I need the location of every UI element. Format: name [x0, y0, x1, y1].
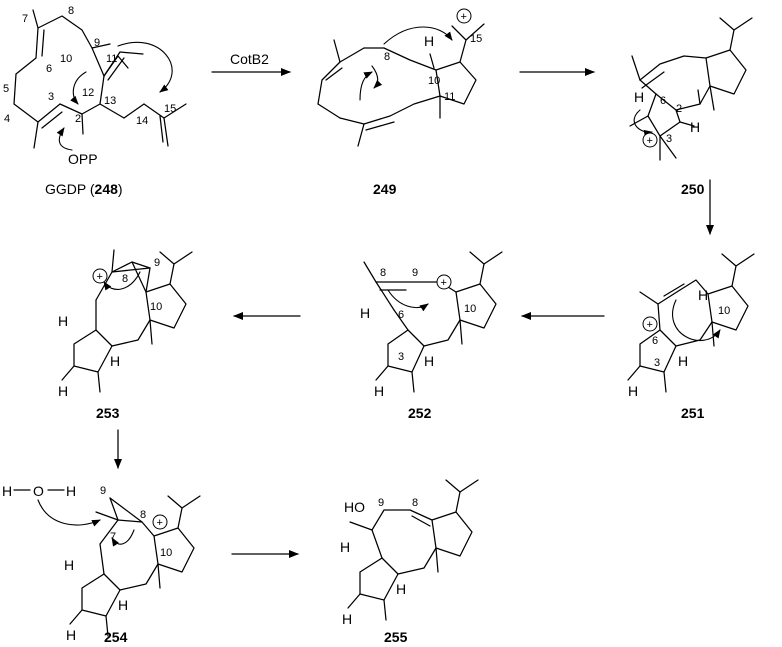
atom-number: 3: [398, 351, 404, 363]
hydrogen-atom: H: [360, 305, 370, 321]
atom-number: 9: [378, 497, 384, 509]
charge-symbol: +: [647, 319, 653, 331]
compound-250: + H H 2 3 6 250: [629, 17, 753, 197]
atom-number: 6: [652, 335, 658, 347]
compound-label-249: 249: [373, 181, 397, 197]
hydrogen-atom: H: [66, 483, 76, 499]
reagent-label: CotB2: [230, 51, 269, 67]
leaving-group-opp: OPP: [68, 151, 98, 167]
atom-number: 10: [464, 303, 476, 315]
atom-number: 8: [68, 5, 74, 17]
atom-number: 3: [48, 91, 54, 103]
atom-number: 15: [470, 33, 482, 45]
atom-number: 7: [110, 531, 116, 543]
atom-number: 10: [60, 53, 72, 65]
hydrogen-atom: H: [374, 383, 384, 399]
charge-symbol: +: [461, 11, 467, 23]
atom-number: 10: [718, 305, 730, 317]
positive-charge: [642, 316, 658, 332]
atom-number: 4: [4, 113, 10, 125]
atom-number: 9: [154, 257, 160, 269]
atom-number: 7: [22, 13, 28, 25]
atom-number: 9: [94, 37, 100, 49]
atom-number: 8: [380, 267, 386, 279]
compound-label-250: 250: [681, 181, 705, 197]
compound-label-253: 253: [96, 405, 120, 421]
hydrogen-atom: H: [396, 581, 406, 597]
compound-label-255: 255: [384, 629, 408, 645]
hydrogen-atom: H: [424, 33, 434, 49]
atom-number: 8: [122, 273, 128, 285]
atom-number: 6: [660, 95, 666, 107]
atom-number: 6: [398, 309, 404, 321]
positive-charge: [642, 132, 658, 148]
compound-254: + H O H H H H 7 8 9 10 254: [2, 483, 201, 645]
oxygen-atom: O: [33, 483, 44, 499]
charge-symbol: +: [441, 277, 447, 289]
positive-charge: [92, 268, 108, 284]
hydrogen-atom: H: [340, 539, 350, 555]
hydrogen-atom: H: [678, 353, 688, 369]
compound-253: + H H H 8 9 10 253: [58, 249, 193, 421]
atom-number: 3: [654, 357, 660, 369]
atom-number: 9: [100, 485, 106, 497]
atom-number: 5: [3, 83, 9, 95]
hydrogen-atom: H: [634, 89, 644, 105]
atom-number: 10: [150, 301, 162, 313]
positive-charge: [152, 514, 168, 530]
hydrogen-atom: H: [424, 353, 434, 369]
atom-number: 10: [428, 75, 440, 87]
atom-number: 8: [384, 51, 390, 63]
atom-number: 10: [160, 547, 172, 559]
compound-255: HO H H H 9 8 255: [340, 479, 479, 645]
charge-symbol: +: [157, 517, 163, 529]
hydrogen-atom: H: [342, 611, 352, 627]
atom-number: 8: [140, 509, 146, 521]
atom-number: 2: [676, 103, 682, 115]
charge-symbol: +: [647, 135, 653, 147]
atom-number: 2: [75, 113, 81, 125]
atom-number: 6: [46, 63, 52, 75]
atom-number: 15: [164, 103, 176, 115]
hydrogen-atom: H: [58, 383, 68, 399]
hydrogen-atom: H: [698, 287, 708, 303]
positive-charge: [456, 8, 472, 24]
compound-252: + H H H 3 6 8 9 10 252: [360, 251, 503, 421]
compound-248: 7 8 9 10 6 5 4 3 2 11 12 13 14 15 OPP GG…: [3, 5, 187, 197]
charge-symbol: +: [97, 271, 103, 283]
hydrogen-atom: H: [628, 383, 638, 399]
atom-number: 3: [666, 133, 672, 145]
atom-number: 12: [82, 87, 94, 99]
compound-label-248: GGDP (248): [45, 181, 123, 197]
hydrogen-atom: H: [2, 483, 12, 499]
hydrogen-atom: H: [110, 353, 120, 369]
compound-249: + H 8 10 11 15 249: [317, 8, 485, 197]
compound-251: + H H H 3 6 10 251: [627, 253, 755, 421]
hydrogen-atom: H: [64, 557, 74, 573]
positive-charge: [436, 274, 452, 290]
hydrogen-atom: H: [66, 627, 76, 643]
atom-number: 14: [136, 115, 148, 127]
atom-number: 8: [412, 497, 418, 509]
atom-number: 13: [104, 95, 116, 107]
hydrogen-atom: H: [690, 119, 700, 135]
atom-number: 11: [444, 91, 455, 103]
hydroxyl-group: HO: [344, 499, 365, 515]
atom-number: 11: [106, 53, 117, 65]
compound-label-254: 254: [104, 629, 128, 645]
hydrogen-atom: H: [118, 597, 128, 613]
compound-label-252: 252: [408, 405, 432, 421]
compound-label-251: 251: [681, 405, 705, 421]
atom-number: 9: [412, 267, 418, 279]
hydrogen-atom: H: [58, 313, 68, 329]
